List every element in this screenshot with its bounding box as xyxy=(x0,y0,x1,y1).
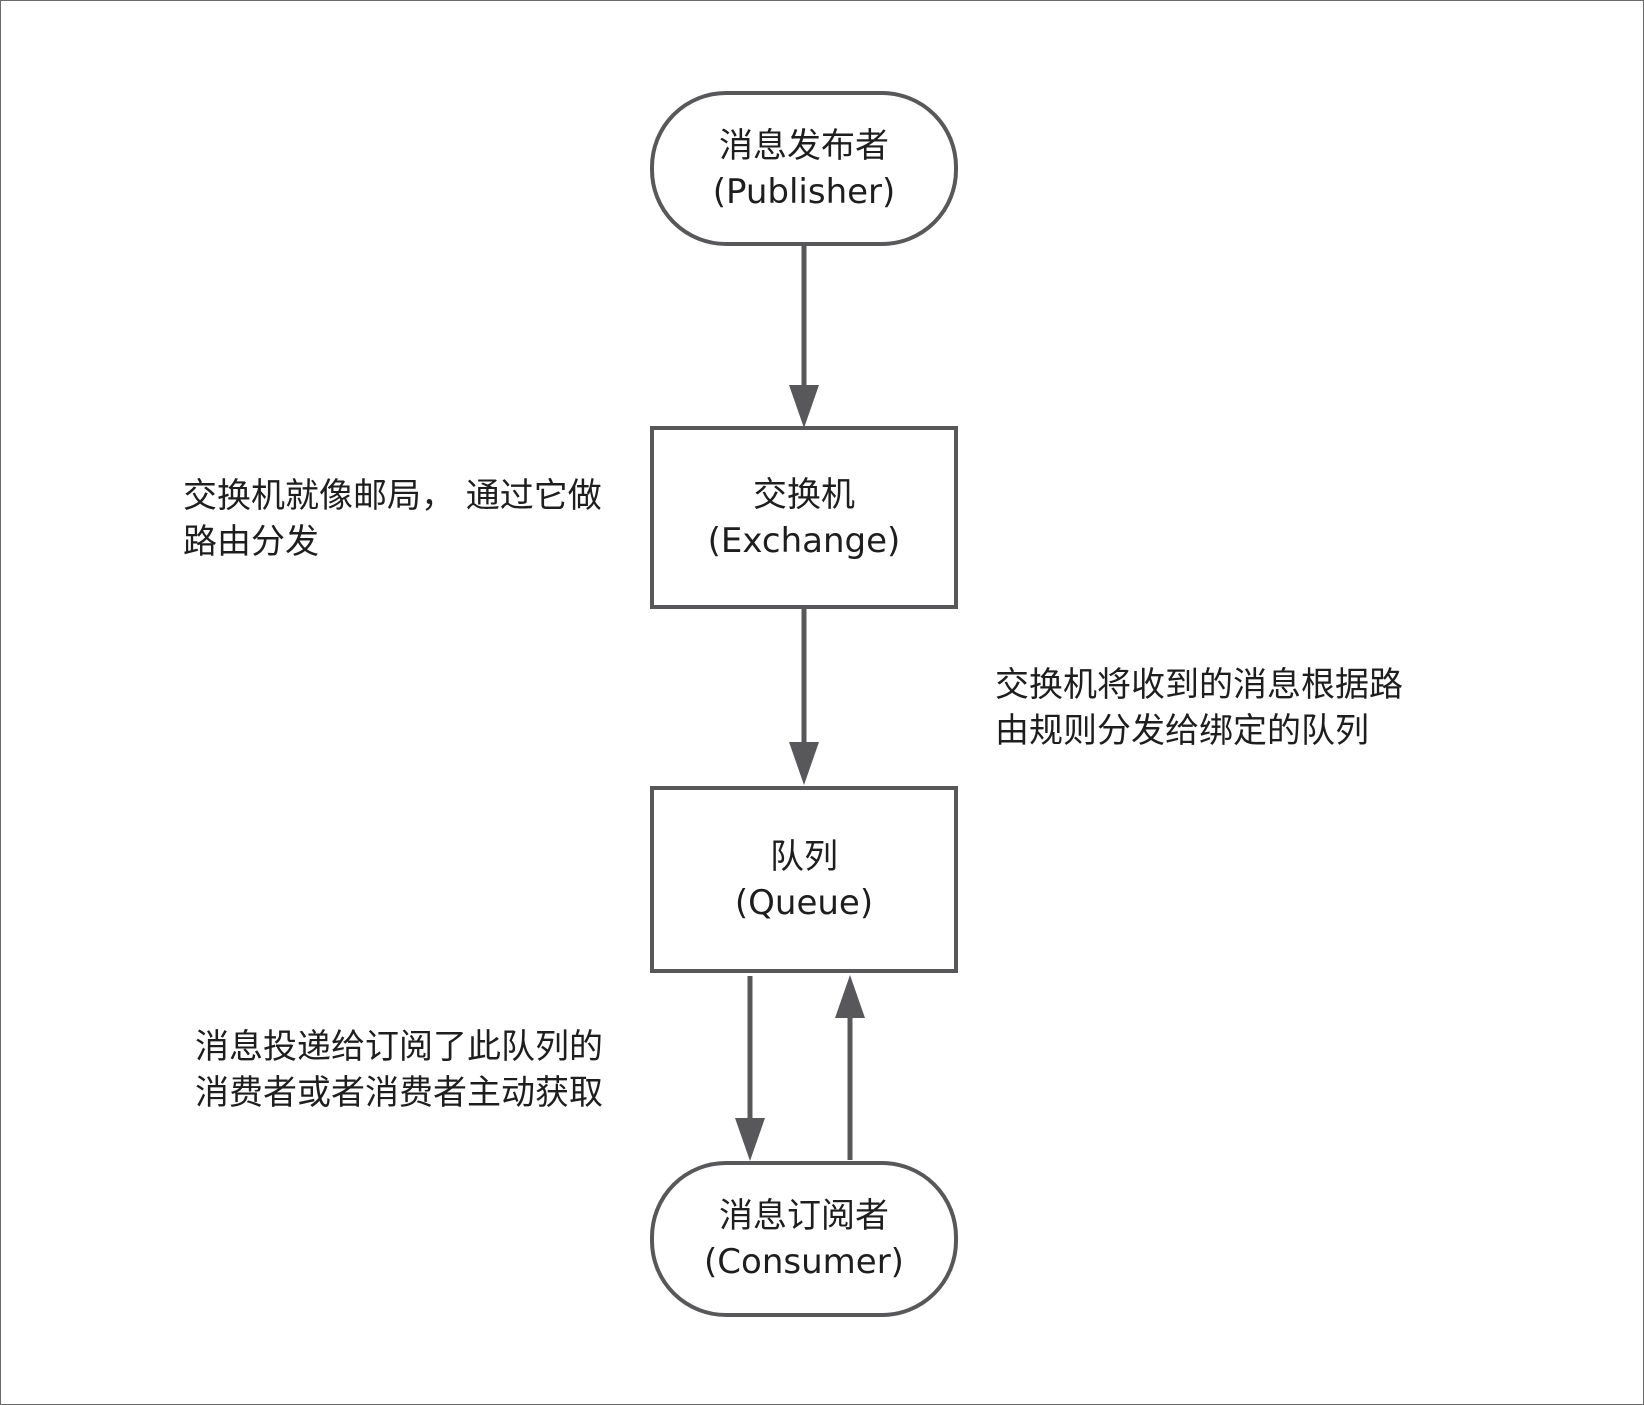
routing-annotation: 交换机将收到的消息根据路 由规则分发给绑定的队列 xyxy=(995,662,1403,754)
delivery-annotation-line-1: 消息投递给订阅了此队列的 xyxy=(195,1027,603,1067)
exchange-node: 交换机 (Exchange) xyxy=(650,426,958,609)
routing-annotation-line-2: 由规则分发给绑定的队列 xyxy=(995,711,1369,751)
consumer-node: 消息订阅者 (Consumer) xyxy=(650,1161,958,1317)
routing-annotation-line-1: 交换机将收到的消息根据路 xyxy=(995,665,1403,705)
arrowhead-queue-to-consumer xyxy=(735,1118,765,1161)
consumer-subtitle: (Consumer) xyxy=(704,1242,904,1282)
exchange-title: 交换机 xyxy=(753,474,855,515)
delivery-annotation-line-2: 消费者或者消费者主动获取 xyxy=(195,1073,603,1113)
arrowhead-publisher-to-exchange xyxy=(789,385,819,428)
publisher-node: 消息发布者 (Publisher) xyxy=(650,91,958,246)
queue-title: 队列 xyxy=(770,836,838,877)
publisher-subtitle: (Publisher) xyxy=(712,171,896,212)
exchange-annotation: 交换机就像邮局， 通过它做 路由分发 xyxy=(183,473,602,565)
arrowhead-exchange-to-queue xyxy=(789,742,819,785)
delivery-annotation: 消息投递给订阅了此队列的 消费者或者消费者主动获取 xyxy=(195,1024,603,1116)
exchange-annotation-line-2: 路由分发 xyxy=(183,522,319,562)
queue-subtitle: (Queue) xyxy=(734,882,874,923)
arrowhead-consumer-to-queue xyxy=(835,975,865,1018)
publisher-title: 消息发布者 xyxy=(719,125,889,166)
queue-node: 队列 (Queue) xyxy=(650,786,958,973)
consumer-title: 消息订阅者 xyxy=(719,1196,889,1236)
exchange-subtitle: (Exchange) xyxy=(707,520,901,561)
exchange-annotation-line-1: 交换机就像邮局， 通过它做 xyxy=(183,476,602,516)
